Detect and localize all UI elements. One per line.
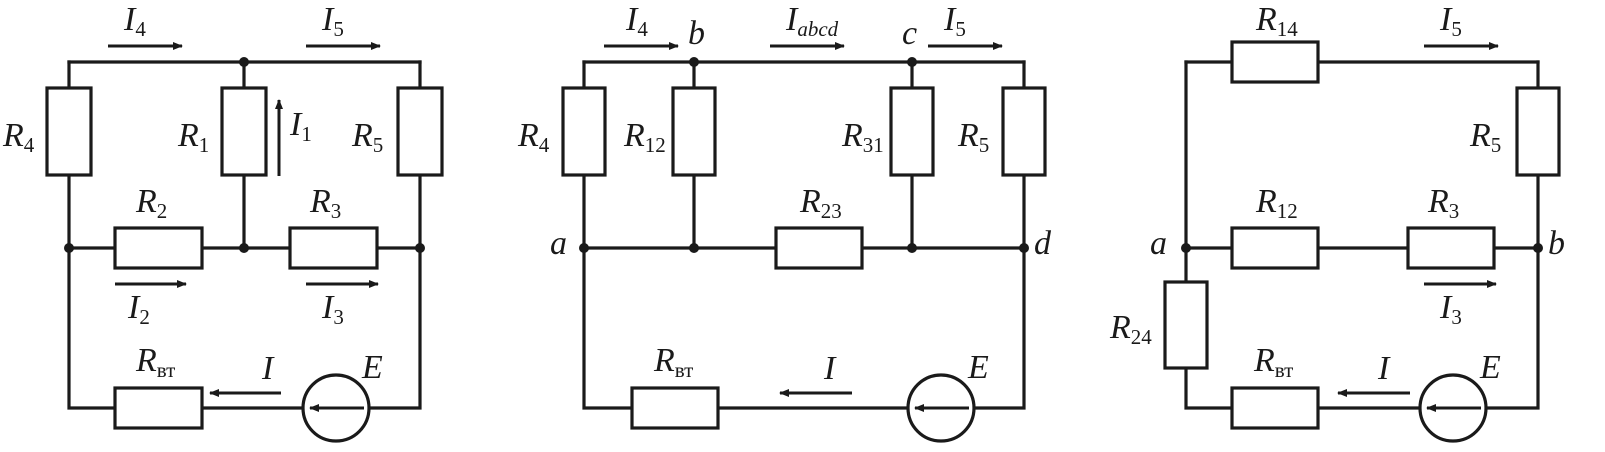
node-b: b [1548, 225, 1565, 262]
label-i2: I2 [127, 289, 150, 329]
label-r5: R5 [957, 117, 989, 157]
node-d: d [1034, 225, 1052, 262]
resistor-r5 [396, 86, 444, 177]
label-r31: R31 [841, 117, 884, 157]
label-e: E [967, 349, 989, 386]
resistor-r14 [1230, 40, 1320, 84]
resistor-rvt [113, 386, 204, 430]
label-r14: R14 [1255, 1, 1298, 41]
label-i4: I4 [625, 1, 648, 41]
label-i5: I5 [321, 1, 344, 41]
node-a: a [1150, 225, 1167, 262]
label-r23: R23 [799, 183, 842, 223]
resistor-r12 [1230, 226, 1320, 270]
resistor-r23 [774, 226, 864, 270]
label-i5: I5 [1439, 1, 1462, 41]
circuit-2: I4 Iabcd I5 b c a d R4 R12 R31 R5 R23 Rв… [517, 1, 1052, 443]
label-e: E [361, 349, 383, 386]
label-r5: R5 [1469, 117, 1501, 157]
circuit-3: R14 I5 R5 R12 R3 a b I3 R24 Rвт I E [1109, 1, 1565, 443]
node-a: a [550, 225, 567, 262]
resistor-r12 [671, 86, 717, 177]
circuit-1: I4 I5 R4 R1 I1 R5 R2 R3 I2 I3 Rвт I E [2, 1, 444, 443]
label-r3: R3 [1427, 183, 1459, 223]
label-rvt: Rвт [135, 342, 175, 382]
label-i: I [1377, 350, 1391, 387]
label-i5: I5 [943, 1, 966, 41]
resistor-r24 [1163, 280, 1209, 370]
label-r3: R3 [309, 183, 341, 223]
node-c: c [902, 15, 917, 52]
label-i: I [261, 350, 275, 387]
resistor-r5 [1515, 86, 1561, 177]
resistor-r4 [45, 86, 93, 177]
resistor-rvt [1230, 386, 1320, 430]
resistor-r4 [561, 86, 607, 177]
node-b: b [688, 15, 705, 52]
label-iabcd: Iabcd [785, 1, 839, 41]
label-r1: R1 [177, 117, 209, 157]
label-r2: R2 [135, 183, 167, 223]
label-i4: I4 [123, 1, 146, 41]
label-r24: R24 [1109, 309, 1152, 349]
label-r12: R12 [623, 117, 666, 157]
label-i: I [823, 350, 837, 387]
label-e: E [1479, 349, 1501, 386]
label-rvt: Rвт [653, 342, 693, 382]
resistor-r31 [889, 86, 935, 177]
resistor-r5 [1001, 86, 1047, 177]
label-r4: R4 [2, 117, 35, 157]
resistor-r3 [288, 226, 379, 270]
resistor-r1 [220, 86, 268, 177]
label-r12: R12 [1255, 183, 1298, 223]
label-i3: I3 [1439, 289, 1462, 329]
label-i3: I3 [321, 289, 344, 329]
label-i1: I1 [289, 106, 312, 146]
resistor-rvt [630, 386, 720, 430]
label-rvt: Rвт [1253, 342, 1293, 382]
resistor-r2 [113, 226, 204, 270]
resistor-r3 [1406, 226, 1496, 270]
label-r5: R5 [351, 117, 383, 157]
label-r4: R4 [517, 117, 550, 157]
